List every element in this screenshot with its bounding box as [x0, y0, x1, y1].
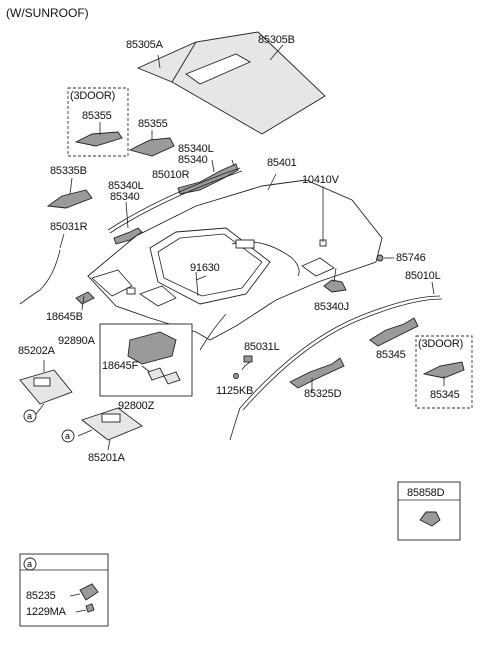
label-85031L: 85031L: [244, 341, 280, 353]
sunvisor-85202A: [19, 369, 73, 405]
callout-a-2: a: [65, 431, 70, 441]
part-box-85858D: [397, 481, 461, 541]
label-85746: 85746: [396, 252, 426, 264]
label-85010L: 85010L: [405, 270, 441, 282]
clip-85746: [376, 254, 384, 262]
bracket-85355-a: [74, 131, 123, 147]
room-lamp-92800Z: [127, 331, 177, 365]
bracket-85325D: [289, 357, 345, 389]
label-3door-a: (3DOOR): [70, 90, 116, 102]
curtain-airbag-85010R: [107, 167, 241, 231]
callout-a-3: a: [27, 559, 32, 569]
label-1229MA: 1229MA: [26, 606, 66, 618]
label-85335B: 85335B: [50, 165, 87, 177]
label-85325D: 85325D: [304, 388, 342, 400]
label-85340L-top: 85340L: [178, 143, 214, 155]
clip-85858D: [419, 511, 441, 527]
label-3door-b: (3DOOR): [418, 338, 464, 350]
label-85201A: 85201A: [88, 452, 125, 464]
variant-header: (W/SUNROOF): [6, 6, 89, 20]
label-85010R: 85010R: [152, 169, 190, 181]
label-85340J: 85340J: [314, 301, 349, 313]
label-85858D: 85858D: [407, 487, 445, 499]
label-85305B: 85305B: [258, 34, 295, 46]
bracket-18645B: [75, 291, 95, 305]
headliner-clip: [235, 239, 255, 249]
label-85345-b: 85345: [430, 389, 460, 401]
bracket-85335B: [46, 189, 93, 209]
label-91630: 91630: [190, 262, 220, 274]
label-92890A: 92890A: [58, 335, 95, 347]
label-85340L-left: 85340L: [108, 180, 144, 192]
sunvisor-85201A: [81, 407, 143, 441]
bracket-85235: [79, 583, 99, 601]
label-18645F: 18645F: [102, 360, 139, 372]
bracket-85345-a: [369, 317, 419, 347]
label-18645B: 18645B: [46, 311, 83, 323]
label-10410V: 10410V: [302, 174, 339, 186]
screw-1229MA: [85, 603, 95, 613]
label-85345-a: 85345: [376, 349, 406, 361]
label-85401: 85401: [267, 157, 297, 169]
bracket-85345-b: [422, 361, 465, 379]
label-85202A: 85202A: [18, 345, 55, 357]
label-85031R: 85031R: [50, 221, 88, 233]
label-85355-b: 85355: [138, 118, 168, 130]
harness-85031R: [19, 249, 61, 305]
label-85305A: 85305A: [126, 39, 163, 51]
door3-box-a: [67, 87, 129, 157]
callout-a-1: a: [27, 411, 32, 421]
sunshade-panel-85305B: [171, 31, 326, 135]
label-85340-left: 85340: [110, 191, 140, 203]
screw-1125KB: [233, 373, 239, 379]
door3-box-b: [415, 335, 473, 409]
label-85355-a: 85355: [82, 110, 112, 122]
curtain-airbag-85010L: [239, 295, 441, 409]
assist-handle-left: [113, 227, 143, 245]
handle-85340J: [323, 279, 347, 293]
label-92800Z: 92800Z: [118, 400, 155, 412]
label-85340-top: 85340: [178, 154, 208, 166]
harness-85031L: [241, 361, 251, 371]
label-85235: 85235: [26, 590, 56, 602]
bracket-85355-b: [128, 137, 175, 157]
label-1125KB: 1125KB: [216, 385, 254, 397]
